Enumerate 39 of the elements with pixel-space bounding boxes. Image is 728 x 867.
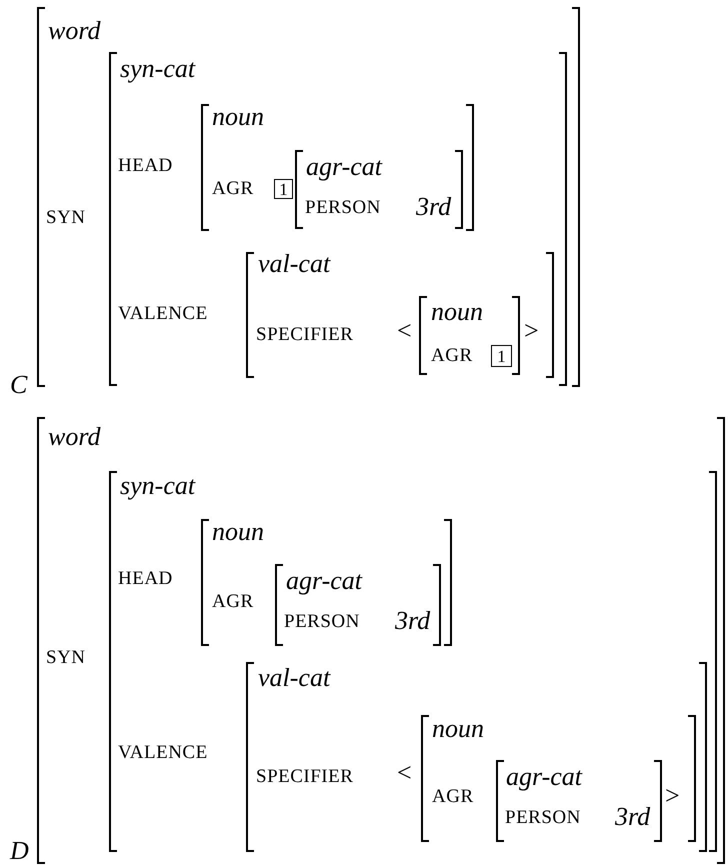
- type-label: noun: [431, 299, 483, 325]
- feature-label: VALENCE: [118, 743, 208, 762]
- type-label: word: [48, 424, 100, 450]
- feature-label: PERSON: [505, 808, 581, 827]
- feature-label: VALENCE: [118, 304, 208, 323]
- value-label: 3rd: [416, 194, 452, 220]
- feature-label: AGR: [432, 787, 474, 806]
- type-label: word: [48, 18, 100, 44]
- tag-box: 1: [491, 345, 512, 367]
- type-label: noun: [432, 716, 484, 742]
- type-label: val-cat: [258, 251, 330, 277]
- matrix-name: D: [10, 838, 29, 864]
- feature-label: SPECIFIER: [256, 325, 354, 344]
- feature-label: AGR: [212, 179, 254, 198]
- feature-label: HEAD: [118, 156, 173, 175]
- angle-bracket: >: [524, 318, 539, 344]
- matrix-name: C: [10, 372, 28, 398]
- feature-label: AGR: [431, 346, 473, 365]
- type-label: agr-cat: [286, 568, 362, 594]
- value-label: 3rd: [615, 804, 650, 830]
- angle-bracket: <: [397, 318, 412, 344]
- type-label: val-cat: [258, 665, 330, 691]
- value-label: 3rd: [395, 608, 430, 634]
- feature-label: HEAD: [118, 569, 173, 588]
- angle-bracket: <: [397, 760, 412, 786]
- type-label: noun: [212, 104, 264, 130]
- feature-label: SYN: [46, 208, 86, 227]
- tag-box: 1: [274, 179, 293, 199]
- feature-label: PERSON: [284, 612, 360, 631]
- type-label: agr-cat: [506, 764, 582, 790]
- type-label: noun: [212, 519, 264, 545]
- feature-label: SPECIFIER: [256, 767, 354, 786]
- angle-bracket: >: [665, 783, 680, 809]
- feature-label: PERSON: [305, 198, 381, 217]
- feature-label: AGR: [212, 592, 254, 611]
- type-label: syn-cat: [120, 473, 196, 499]
- type-label: agr-cat: [306, 154, 382, 180]
- feature-label: SYN: [46, 648, 86, 667]
- type-label: syn-cat: [120, 56, 196, 82]
